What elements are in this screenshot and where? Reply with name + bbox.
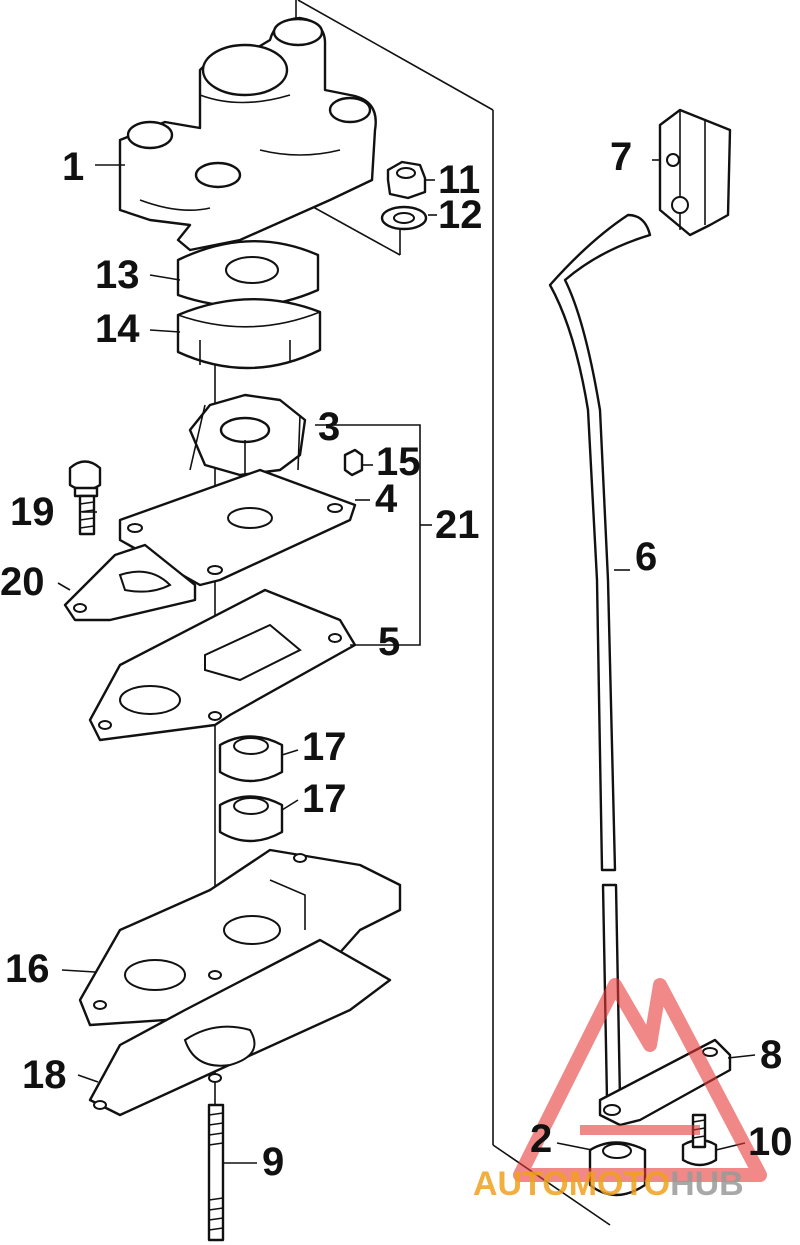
grommet — [658, 108, 732, 237]
callout-17b: 17 — [302, 777, 347, 821]
pump-insert-ring — [176, 298, 322, 370]
callout-16: 16 — [5, 947, 50, 991]
gasket-small — [63, 543, 197, 622]
callout-20: 20 — [0, 560, 45, 604]
callout-10: 10 — [748, 1120, 793, 1164]
bolt — [68, 460, 102, 536]
pump-plate — [176, 239, 320, 308]
callout-17a: 17 — [302, 725, 347, 769]
callout-19: 19 — [10, 490, 55, 534]
gasket-large — [88, 588, 357, 742]
callout-15: 15 — [376, 440, 421, 484]
watermark-logo-icon — [513, 978, 767, 1182]
callout-9: 9 — [262, 1140, 284, 1184]
callout-8: 8 — [760, 1033, 782, 1077]
washer — [380, 205, 428, 231]
screw — [681, 1113, 718, 1167]
oil-seal-lower — [218, 795, 284, 843]
callout-13: 13 — [95, 253, 140, 297]
callout-1: 1 — [62, 145, 84, 189]
callout-12: 12 — [438, 193, 483, 237]
callout-labels: 1 2 3 4 5 6 7 8 9 10 11 12 13 14 15 16 1… — [0, 135, 793, 1184]
impeller-key — [343, 448, 364, 477]
watermark-brand: AUTOMOTOHUB — [473, 1165, 744, 1203]
callout-18: 18 — [22, 1053, 67, 1097]
callout-6: 6 — [635, 535, 657, 579]
wear-plate — [118, 468, 357, 587]
stud-bolt — [207, 1103, 225, 1242]
nut — [386, 160, 427, 200]
impeller — [188, 393, 307, 485]
pump-base — [78, 848, 402, 1027]
oil-seal-upper — [218, 735, 284, 783]
pump-housing — [118, 16, 377, 252]
callout-7: 7 — [610, 135, 632, 179]
callout-14: 14 — [95, 307, 140, 351]
callout-21: 21 — [435, 503, 480, 547]
water-tube — [548, 213, 652, 1102]
base-gasket — [88, 938, 392, 1117]
callout-2: 2 — [530, 1117, 552, 1161]
callout-4: 4 — [375, 477, 398, 521]
leader-lines — [57, 159, 756, 1164]
callout-3: 3 — [318, 405, 340, 449]
callout-11: 11 — [438, 158, 480, 202]
callout-5: 5 — [378, 620, 400, 664]
